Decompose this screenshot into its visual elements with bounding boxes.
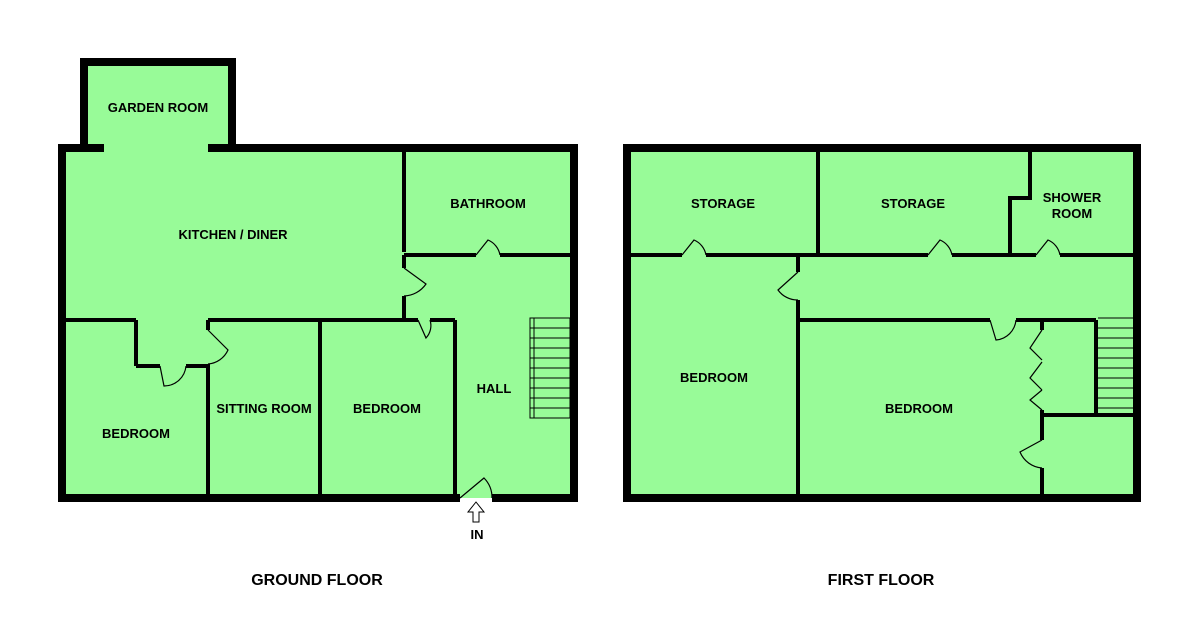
bedroom-left-door [777,271,799,301]
storage-mid-door [927,239,953,256]
garden-room-area [84,62,232,150]
front-door [459,477,493,499]
label-shower-room-line2: ROOM [1052,206,1092,221]
bedroom-middle-door [417,319,432,340]
ground-floor-plan: GARDEN ROOM KITCHEN / DINER BATHROOM HAL… [58,58,578,589]
ground-outer-wall-right [208,144,578,502]
label-storage-left: STORAGE [691,196,755,211]
label-entrance: IN [471,527,484,542]
storage-left-door [681,239,707,256]
first-floor-area [627,148,1137,498]
label-storage-middle: STORAGE [881,196,945,211]
wardrobe-doors [1029,329,1043,411]
label-bathroom: BATHROOM [450,196,526,211]
label-hall: HALL [477,381,512,396]
first-floor-plan: STORAGE STORAGE SHOWER ROOM BEDROOM BEDR… [623,144,1141,589]
bedroom-right-door [989,319,1017,341]
entrance-arrow-icon [466,501,486,523]
bathroom-door [475,239,501,256]
first-stairs [1098,317,1135,409]
cupboard-door [1019,439,1043,469]
label-bedroom-left: BEDROOM [102,426,170,441]
label-garden-room: GARDEN ROOM [108,100,208,115]
shower-room-door [1035,239,1061,256]
ground-stairs [529,317,571,419]
ground-floor-title: GROUND FLOOR [251,572,383,589]
shower-wall [1008,150,1032,255]
garden-room-walls [80,58,236,148]
label-kitchen-diner: KITCHEN / DINER [178,227,288,242]
label-bedroom-middle: BEDROOM [353,401,421,416]
ground-outer-wall-left [58,144,460,502]
sitting-room-door [207,329,229,365]
label-bedroom-first-left: BEDROOM [680,370,748,385]
first-floor-title: FIRST FLOOR [828,572,935,589]
label-bedroom-first-right: BEDROOM [885,401,953,416]
first-outer-wall [623,144,1141,502]
kitchen-hall-door [403,267,427,297]
label-sitting-room: SITTING ROOM [216,401,311,416]
label-shower-room-line1: SHOWER [1043,190,1102,205]
bedroom-left-door [159,365,187,387]
